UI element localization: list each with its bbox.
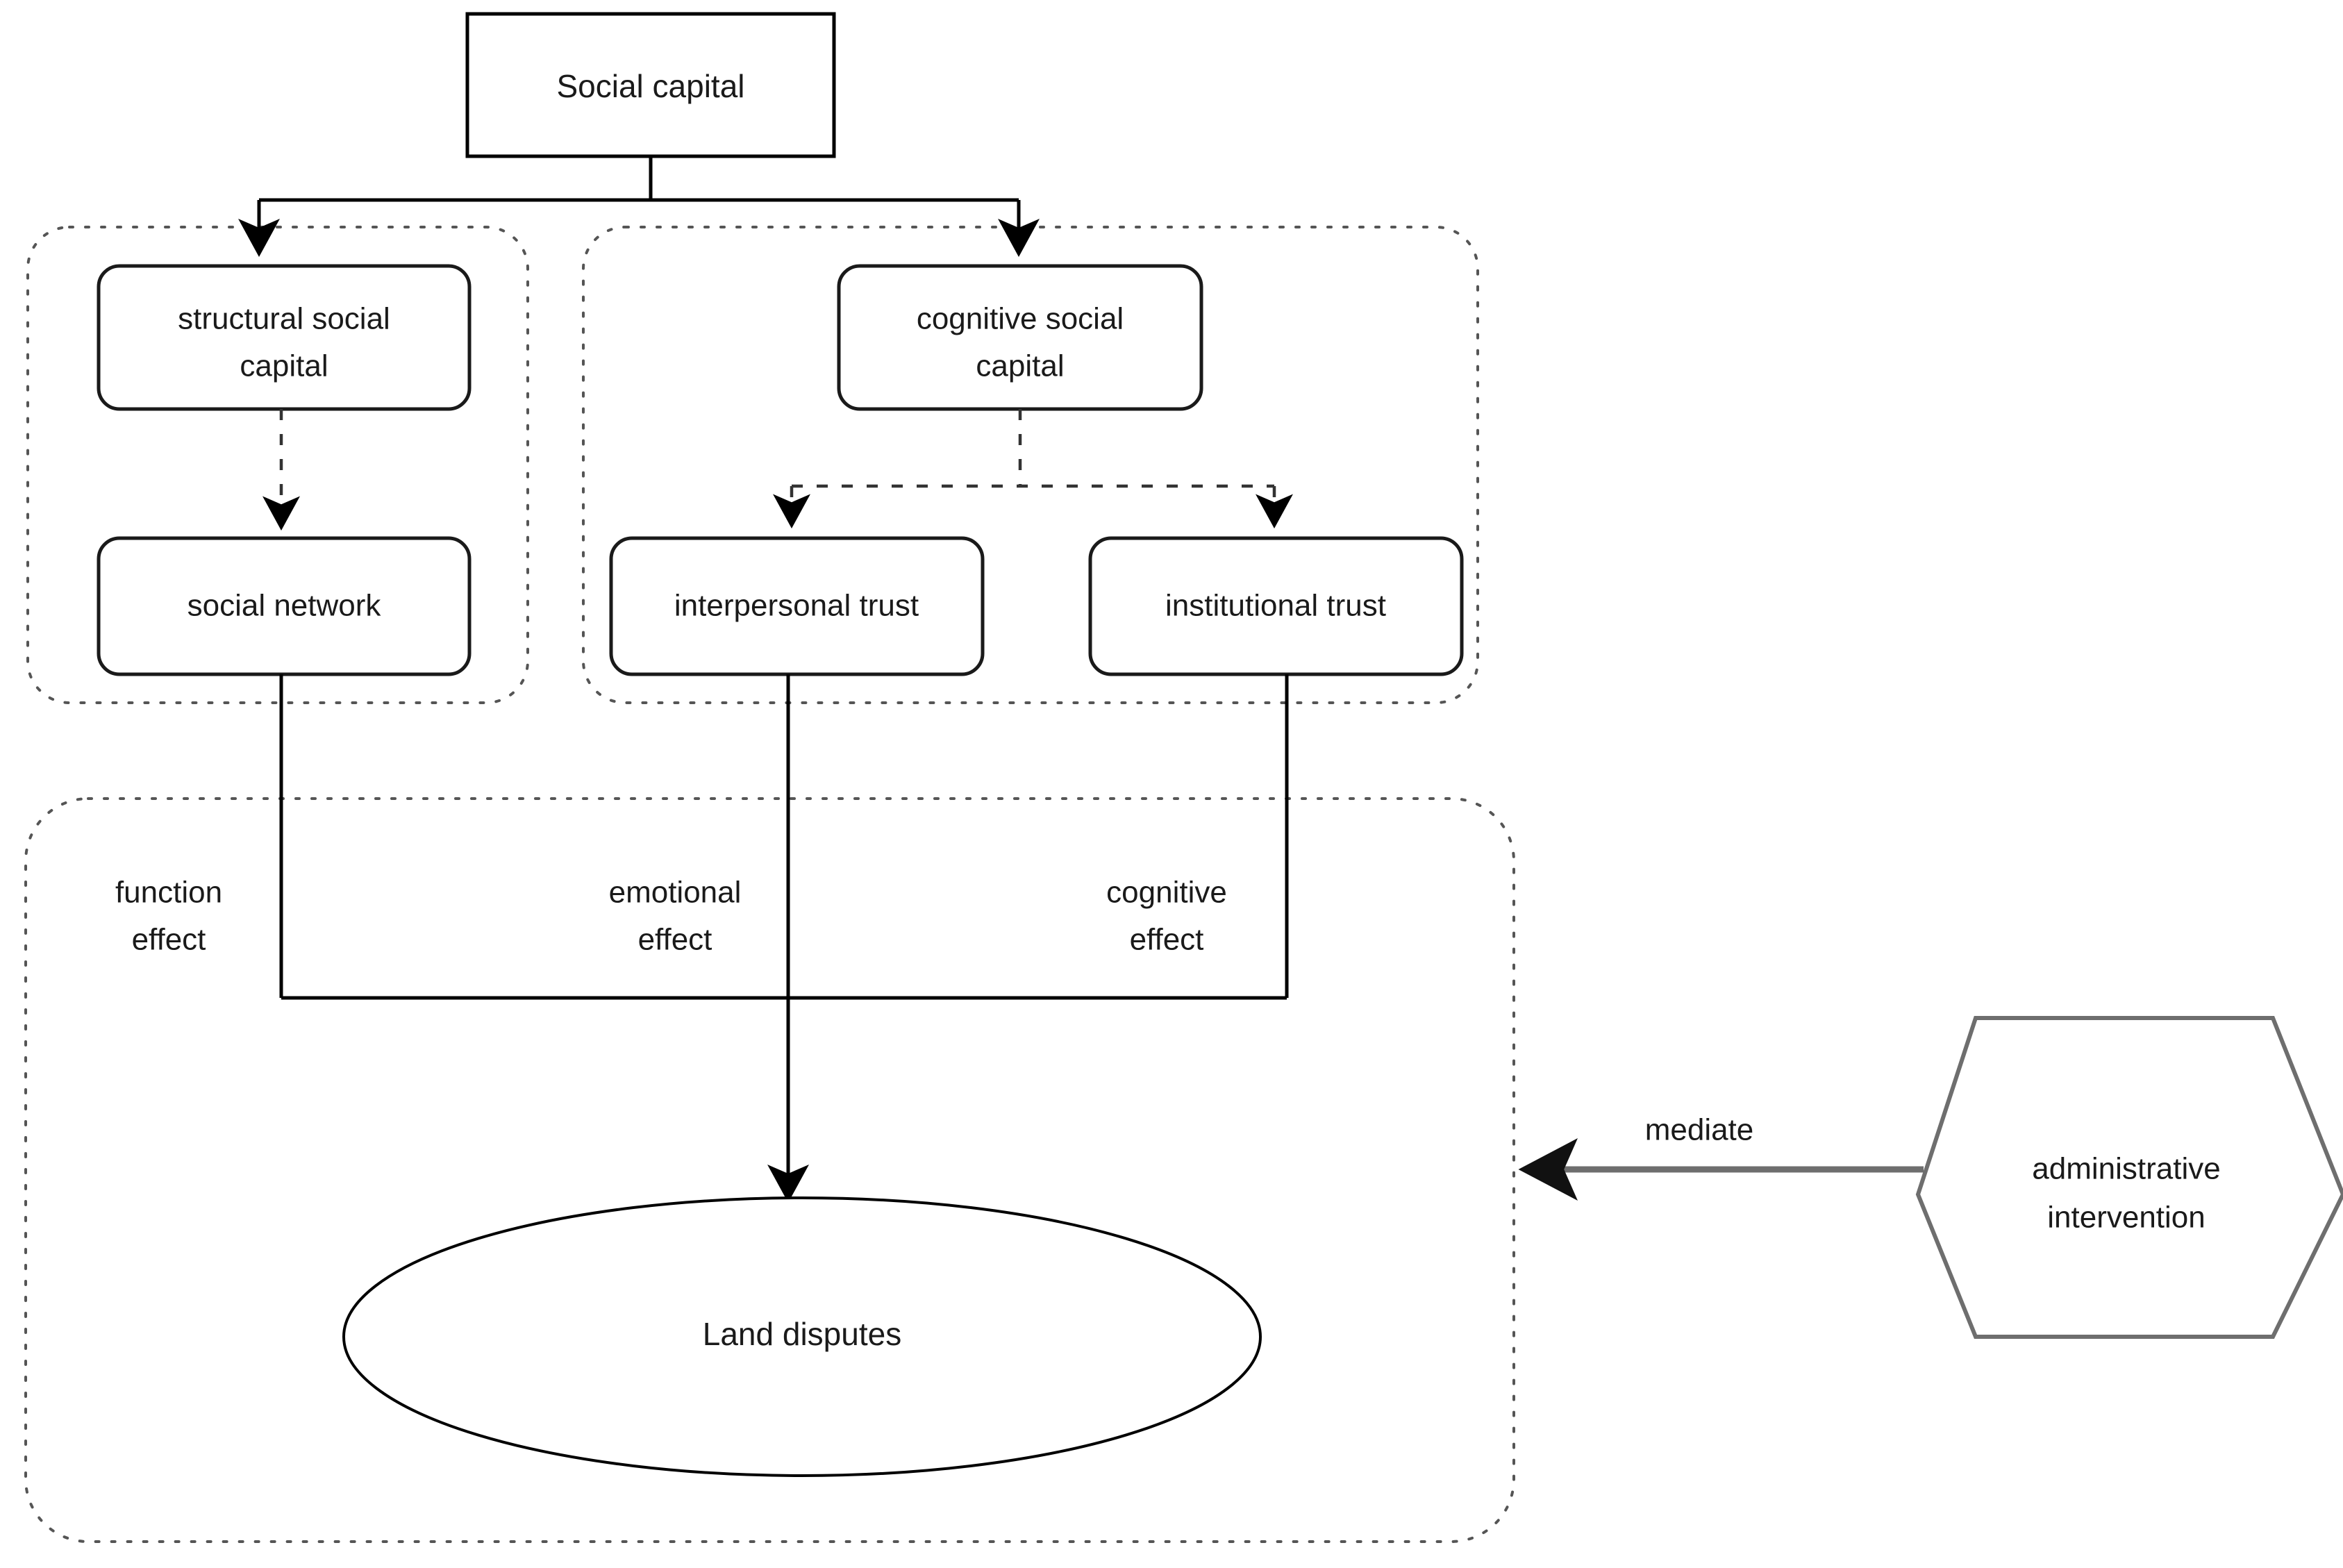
edge-label-function-effect-line2: effect [132,923,206,957]
edge-label-cognitive-effect-line1: cognitive [1106,876,1227,910]
node-institutional-trust-label: institutional trust [1165,589,1386,623]
edge-label-function-effect-line1: function [115,876,222,910]
edge-label-emotional-effect-line1: emotional [609,876,742,910]
group-cognitive-social-capital [582,226,1479,704]
edge-label-emotional-effect-line2: effect [638,923,712,957]
node-cognitive-social-capital-label-line2: capital [976,349,1064,383]
node-social-capital-label: Social capital [556,68,744,104]
edge-label-mediate: mediate [1645,1113,1754,1147]
node-administrative-intervention-hexagon[interactable] [1915,1016,2343,1339]
node-interpersonal-trust-label: interpersonal trust [674,589,919,623]
node-administrative-intervention-label-line1: administrative [2032,1152,2220,1186]
node-institutional-trust-box[interactable] [1088,536,1464,676]
node-structural-social-capital-label-line2: capital [240,349,328,383]
node-social-network-box[interactable] [97,536,472,676]
node-land-disputes-ellipse[interactable] [342,1196,1262,1477]
node-social-network-label: social network [187,589,382,623]
node-cognitive-social-capital-box[interactable] [837,264,1203,411]
node-land-disputes-label: Land disputes [703,1316,901,1352]
node-structural-social-capital-box[interactable] [97,264,472,411]
node-interpersonal-trust-box[interactable] [609,536,985,676]
edge-label-cognitive-effect-line2: effect [1130,923,1204,957]
node-administrative-intervention-label-line2: intervention [2047,1201,2205,1235]
group-land-disputes-outcome [24,797,1515,1543]
node-cognitive-social-capital-label-line1: cognitive social [917,302,1124,336]
node-structural-social-capital-label-line1: structural social [178,302,390,336]
node-social-capital-box[interactable] [465,12,836,158]
